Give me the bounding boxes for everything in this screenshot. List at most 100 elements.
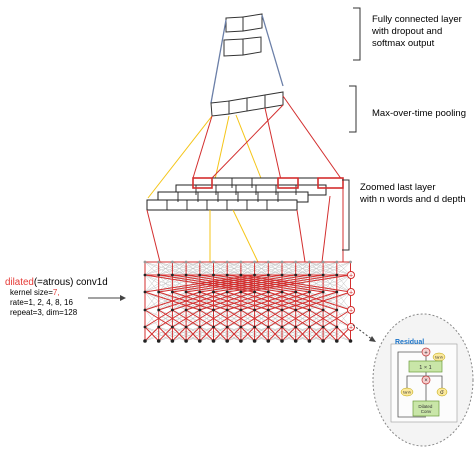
- conv-node: [294, 325, 298, 329]
- conv-node: [225, 260, 229, 264]
- conv-node: [266, 325, 270, 329]
- conv-node: [143, 325, 147, 329]
- conv-node: [308, 260, 311, 264]
- dilated-conv-gray-edges: [144, 261, 351, 342]
- red-edge: [295, 291, 351, 311]
- top-output-frame: [144, 261, 351, 276]
- conv-node: [225, 325, 229, 329]
- conv-node: [294, 260, 298, 264]
- conv-node: [253, 260, 256, 264]
- gray-edge: [281, 291, 324, 311]
- gray-edge: [227, 291, 269, 311]
- conv-node: [170, 339, 175, 343]
- conv-node: [198, 325, 202, 329]
- red-edge: [199, 274, 310, 293]
- gray-edge: [144, 309, 187, 328]
- red-edge: [226, 309, 255, 328]
- gray-edge: [309, 291, 351, 311]
- conv-node: [171, 273, 174, 277]
- red-edge: [254, 291, 310, 311]
- gray-edge: [281, 261, 324, 276]
- conv-node: [321, 339, 325, 343]
- gray-edge: [295, 309, 337, 328]
- gray-edge: [254, 309, 296, 328]
- gray-edge: [144, 261, 159, 276]
- gray-edge: [144, 291, 187, 311]
- conv-node: [335, 273, 339, 277]
- red-edge: [213, 274, 324, 293]
- conv-node: [184, 339, 188, 343]
- gray-edge: [227, 261, 269, 276]
- gray-edge: [186, 309, 228, 328]
- conv-node: [294, 273, 298, 277]
- red-edge: [144, 309, 173, 328]
- fully-connected-annotation: Fully connected layer with dropout and s…: [372, 14, 462, 49]
- red-edge: [172, 309, 201, 328]
- gray-edge: [199, 309, 241, 328]
- zoomed-layer-rows: [146, 177, 344, 211]
- conv-node: [157, 260, 161, 264]
- kernel-size-value: 7,: [52, 288, 60, 297]
- conv-node: [239, 273, 243, 277]
- red-edge: [268, 291, 324, 311]
- red-edge: [309, 326, 324, 342]
- residual-add-marker: [347, 288, 355, 296]
- conv-node: [308, 308, 311, 312]
- red-edge: [281, 326, 297, 342]
- conv-node: [212, 290, 215, 294]
- residual-title: Residual: [395, 339, 425, 346]
- red-edge: [322, 326, 338, 342]
- residual-times-label: ×: [424, 378, 428, 384]
- conv-node: [293, 339, 298, 343]
- conv-node: [171, 325, 174, 329]
- conv-node: [239, 308, 243, 312]
- conv-node: [335, 260, 339, 264]
- conv-node: [225, 290, 229, 294]
- gray-edge: [158, 261, 200, 276]
- conv-node: [280, 260, 284, 264]
- dilated-conv-red-edges: [144, 261, 351, 342]
- red-edge: [199, 309, 228, 328]
- atrous-suffix: (=atrous) conv1d: [33, 277, 108, 288]
- conv-node: [157, 325, 161, 329]
- residual-tanh-left-label: tanh: [403, 390, 411, 395]
- gray-edge: [240, 291, 283, 311]
- conv-node: [266, 260, 270, 264]
- residual-pointer: [352, 324, 376, 342]
- red-edge: [199, 326, 214, 342]
- rate-line: rate=1, 2, 4, 8, 16: [10, 298, 73, 307]
- conv-node: [143, 308, 147, 312]
- red-edge: [172, 274, 283, 293]
- red-edge: [227, 274, 337, 293]
- conv-node: [239, 260, 243, 264]
- conv-node: [252, 339, 257, 343]
- gray-edge: [240, 261, 283, 276]
- max-pooling-annotation: Max-over-time pooling: [372, 108, 466, 119]
- conv-node: [321, 273, 325, 277]
- conv-node: [239, 339, 243, 343]
- conv-node: [184, 260, 188, 264]
- gray-edge: [144, 291, 159, 311]
- gray-edge: [268, 309, 310, 328]
- dilated-conv-nodes: ++++: [143, 260, 355, 343]
- red-edge: [158, 274, 269, 293]
- conv-node: [211, 339, 216, 343]
- residual-add-symbol: +: [349, 325, 353, 332]
- repeat-line: repeat=3, dim=128: [10, 308, 78, 317]
- gray-edge: [144, 261, 187, 276]
- residual-add-marker: [347, 271, 355, 279]
- red-edge: [158, 326, 173, 342]
- conv-node: [321, 260, 325, 264]
- red-edge: [281, 309, 310, 328]
- residual-add-symbol: +: [349, 308, 353, 315]
- conv-node: [280, 290, 284, 294]
- conv-node: [321, 290, 325, 294]
- red-edge: [158, 309, 187, 328]
- residual-add-marker: [347, 323, 355, 331]
- red-edge: [172, 326, 187, 342]
- conv-node: [335, 339, 339, 343]
- red-edge: [240, 291, 296, 311]
- gray-edge: [268, 291, 310, 311]
- red-edge: [185, 291, 242, 311]
